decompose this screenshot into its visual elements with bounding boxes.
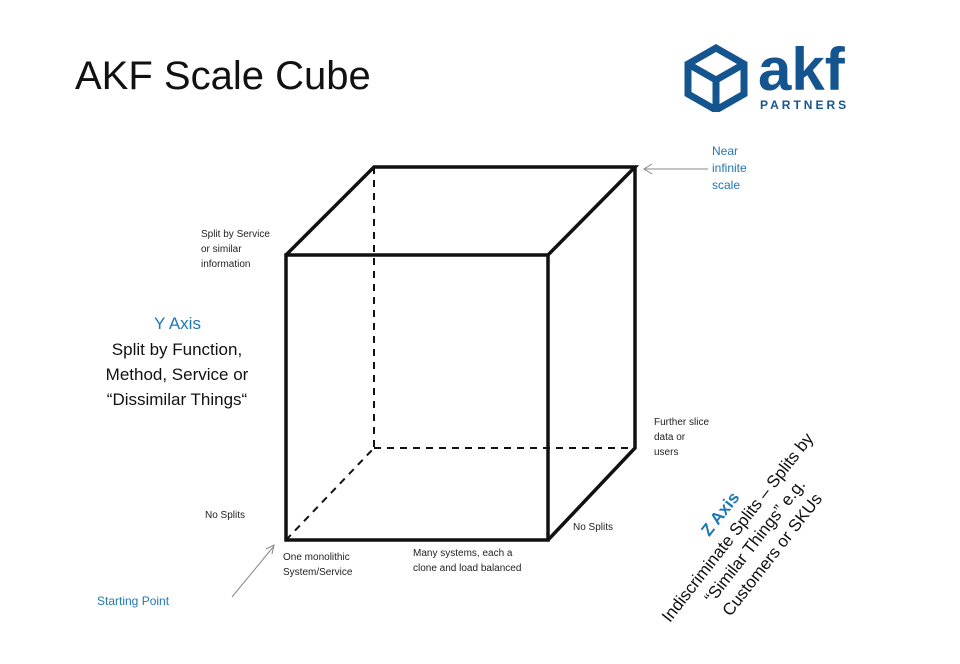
- y-axis-line-2: Method, Service or: [105, 365, 249, 384]
- further-slice-line-2: data or: [654, 432, 686, 443]
- logo-wordmark: akf: [758, 36, 845, 103]
- near-infinite-line-1: Near: [712, 144, 739, 158]
- many-systems-label: Many systems, each a clone and load bala…: [413, 546, 521, 576]
- scale-cube-diagram: [231, 163, 708, 598]
- one-monolithic-label: One monolithic System/Service: [283, 550, 352, 580]
- further-slice-line-1: Further slice: [654, 417, 710, 428]
- front-face: [284, 253, 550, 542]
- further-slice-label: Further slice data or users: [654, 415, 709, 460]
- y-axis-line-3: “Dissimilar Things“: [106, 390, 248, 409]
- one-monolithic-line-2: System/Service: [283, 567, 353, 578]
- y-axis-line-1: Split by Function,: [111, 340, 243, 359]
- many-systems-line-2: clone and load balanced: [413, 563, 522, 574]
- many-systems-line-1: Many systems, each a: [413, 548, 513, 559]
- split-by-service-line-3: information: [201, 259, 251, 270]
- y-axis-description: Split by Function, Method, Service or “D…: [82, 337, 272, 412]
- near-infinite-line-2: infinite: [712, 161, 747, 175]
- near-infinite-line-3: scale: [712, 178, 741, 192]
- split-by-service-label: Split by Service or similar information: [201, 227, 270, 272]
- starting-point-arrowhead: [265, 544, 275, 555]
- starting-point-label: Starting Point: [97, 594, 170, 608]
- further-slice-line-3: users: [654, 447, 679, 458]
- no-splits-right-label: No Splits: [573, 522, 614, 533]
- right-face: [546, 167, 637, 542]
- page-title: AKF Scale Cube: [75, 54, 371, 98]
- near-infinite-arrowhead: [643, 163, 653, 175]
- starting-point-arrow: [231, 545, 275, 598]
- near-infinite-label: Near infinite scale: [712, 143, 747, 194]
- split-by-service-line-2: or similar: [201, 244, 242, 255]
- logo-subtitle: PARTNERS: [760, 98, 850, 112]
- no-splits-left-label: No Splits: [205, 510, 246, 521]
- top-face: [284, 165, 640, 257]
- split-by-service-line-1: Split by Service: [201, 229, 270, 240]
- hidden-edge-depth: [285, 447, 375, 541]
- cube-logo-icon: [684, 44, 748, 112]
- one-monolithic-line-1: One monolithic: [283, 552, 350, 563]
- y-axis-heading: Y Axis: [154, 314, 201, 333]
